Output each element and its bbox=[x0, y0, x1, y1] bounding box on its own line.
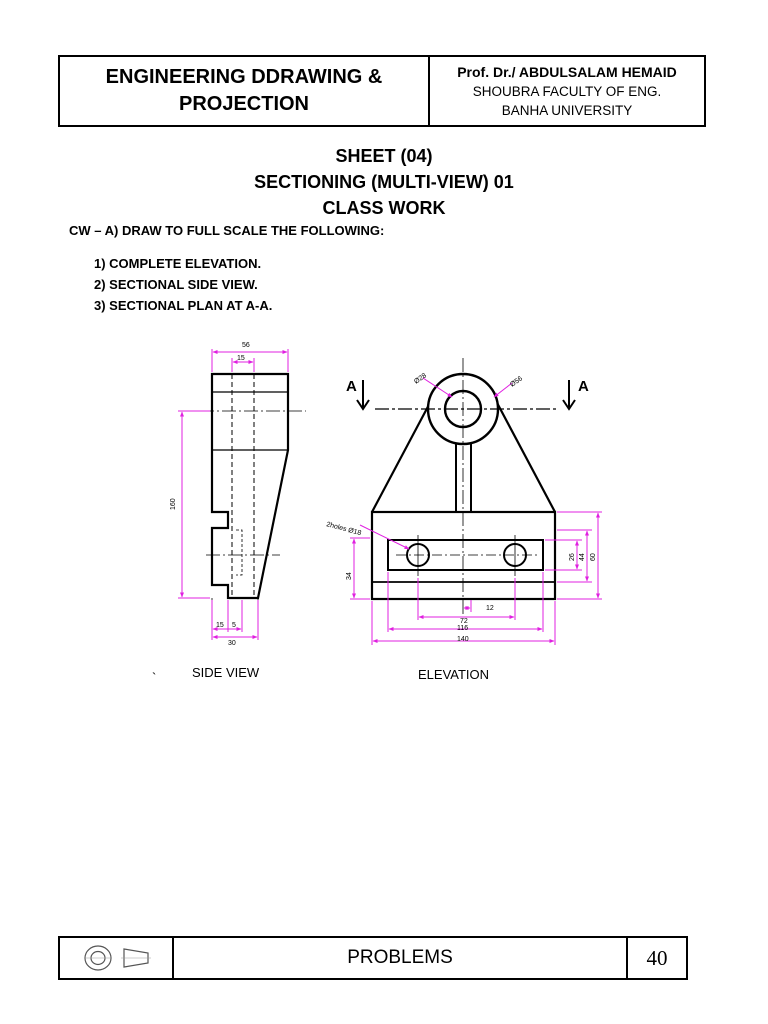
dim-side-160: 160 bbox=[170, 498, 177, 510]
dim-side-b1: 15 bbox=[216, 622, 224, 629]
footer-logo bbox=[60, 938, 174, 978]
dim-elev-holes: 2holes Ø18 bbox=[325, 521, 361, 537]
logo-icon bbox=[84, 945, 151, 971]
course-title-line2: PROJECTION bbox=[178, 93, 310, 115]
elevation-dimensions bbox=[350, 377, 602, 645]
section-mark-right: A bbox=[578, 378, 589, 395]
author-block: Prof. Dr./ ABDULSALAM HEMAID SHOUBRA FAC… bbox=[430, 57, 704, 125]
footer-box: PROBLEMS 40 bbox=[58, 936, 688, 980]
dim-elev-44: 44 bbox=[579, 553, 586, 561]
dim-side-30: 30 bbox=[228, 640, 236, 647]
sheet-type: CLASS WORK bbox=[322, 198, 446, 218]
task-step: 3) SECTIONAL PLAN AT A-A. bbox=[94, 298, 273, 313]
footer-title: PROBLEMS bbox=[174, 938, 628, 978]
dim-elev-26: 26 bbox=[569, 553, 576, 561]
faculty-name: SHOUBRA FACULTY OF ENG. bbox=[472, 83, 662, 99]
dim-side-15: 15 bbox=[237, 355, 245, 362]
section-mark-left: A bbox=[346, 378, 357, 395]
course-title-line1: ENGINEERING DDRAWING & bbox=[105, 66, 383, 88]
stray-mark: ` bbox=[152, 670, 156, 685]
technical-drawing: 56 15 160 15 5 30 A A bbox=[152, 342, 602, 685]
sheet-topic: SECTIONING (MULTI-VIEW) 01 bbox=[254, 172, 514, 192]
dim-elev-34: 34 bbox=[346, 572, 353, 580]
header-box: ENGINEERING DDRAWING & PROJECTION Prof. … bbox=[58, 55, 706, 127]
task-step: 1) COMPLETE ELEVATION. bbox=[94, 256, 262, 271]
professor-name: Prof. Dr./ ABDULSALAM HEMAID bbox=[457, 63, 677, 80]
course-title: ENGINEERING DDRAWING & PROJECTION bbox=[60, 57, 430, 125]
elevation-label: ELEVATION bbox=[418, 667, 489, 682]
task-step: 2) SECTIONAL SIDE VIEW. bbox=[94, 277, 258, 292]
sheet-number: SHEET (04) bbox=[335, 146, 433, 166]
dim-elev-d28: Ø28 bbox=[413, 372, 428, 385]
page-number: 40 bbox=[646, 945, 668, 970]
elevation-view bbox=[356, 358, 576, 615]
dim-elev-116: 116 bbox=[457, 625, 468, 632]
university-name: BANHA UNIVERSITY bbox=[501, 102, 633, 118]
sheet-titles: SHEET (04) SECTIONING (MULTI-VIEW) 01 CL… bbox=[0, 143, 768, 221]
task-steps: 1) COMPLETE ELEVATION. 2) SECTIONAL SIDE… bbox=[94, 253, 272, 316]
dim-elev-60: 60 bbox=[590, 553, 597, 561]
task-heading: CW – A) DRAW TO FULL SCALE THE FOLLOWING… bbox=[69, 223, 385, 238]
dim-side-b2: 5 bbox=[232, 622, 236, 629]
side-view-dimensions bbox=[178, 349, 289, 640]
dim-elev-12: 12 bbox=[486, 605, 494, 612]
dim-elev-d56: Ø56 bbox=[509, 375, 524, 388]
side-view bbox=[178, 372, 306, 608]
dim-elev-72: 72 bbox=[460, 618, 468, 625]
dim-side-56: 56 bbox=[242, 342, 250, 349]
side-view-label: SIDE VIEW bbox=[192, 665, 260, 680]
dim-elev-140: 140 bbox=[457, 636, 469, 643]
